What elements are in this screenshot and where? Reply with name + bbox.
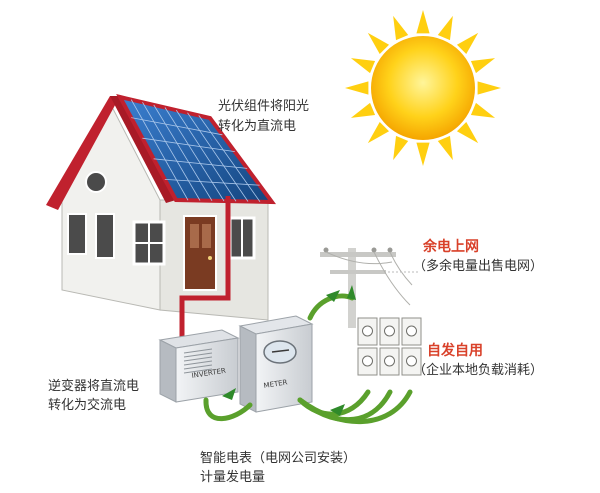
- pv-label-line1: 光伏组件将阳光: [218, 99, 310, 114]
- load-outlets: [357, 317, 422, 376]
- inverter-label-line1: 逆变器将直流电: [48, 379, 140, 394]
- inverter: [158, 329, 240, 403]
- window: [95, 213, 115, 259]
- utility-pole: [320, 247, 413, 328]
- flow-arrows: [222, 285, 356, 416]
- surplus-title: 余电上网: [423, 239, 479, 255]
- pv-label-line2: 转化为直流电: [218, 119, 297, 134]
- house: [46, 94, 277, 321]
- outlet-socket: [406, 325, 417, 337]
- inverter-label-line2: 转化为交流电: [48, 398, 127, 413]
- meter-label-line1: 智能电表（电网公司安装）: [200, 451, 357, 466]
- window: [67, 213, 87, 255]
- outlet-socket: [384, 325, 395, 337]
- solar-panel-array: [116, 94, 277, 205]
- meter-plate-text: METER: [263, 378, 288, 390]
- dc-cable: [179, 196, 231, 338]
- attic-window: [85, 171, 107, 193]
- self-use-title: 自发自用: [427, 343, 483, 359]
- outlet-socket: [406, 355, 417, 367]
- meter-dial: [263, 340, 297, 364]
- smart-meter: [238, 315, 314, 413]
- outlet-socket: [362, 325, 373, 337]
- outlet-socket: [362, 355, 373, 367]
- outlet-socket: [384, 355, 395, 367]
- self-use-subtitle: （企业本地负载消耗）: [413, 363, 544, 378]
- sun-icon: [345, 10, 501, 166]
- meter-label-line2: 计量发电量: [200, 470, 266, 485]
- door: [183, 215, 217, 291]
- surplus-subtitle: （多余电量出售电网）: [413, 259, 544, 274]
